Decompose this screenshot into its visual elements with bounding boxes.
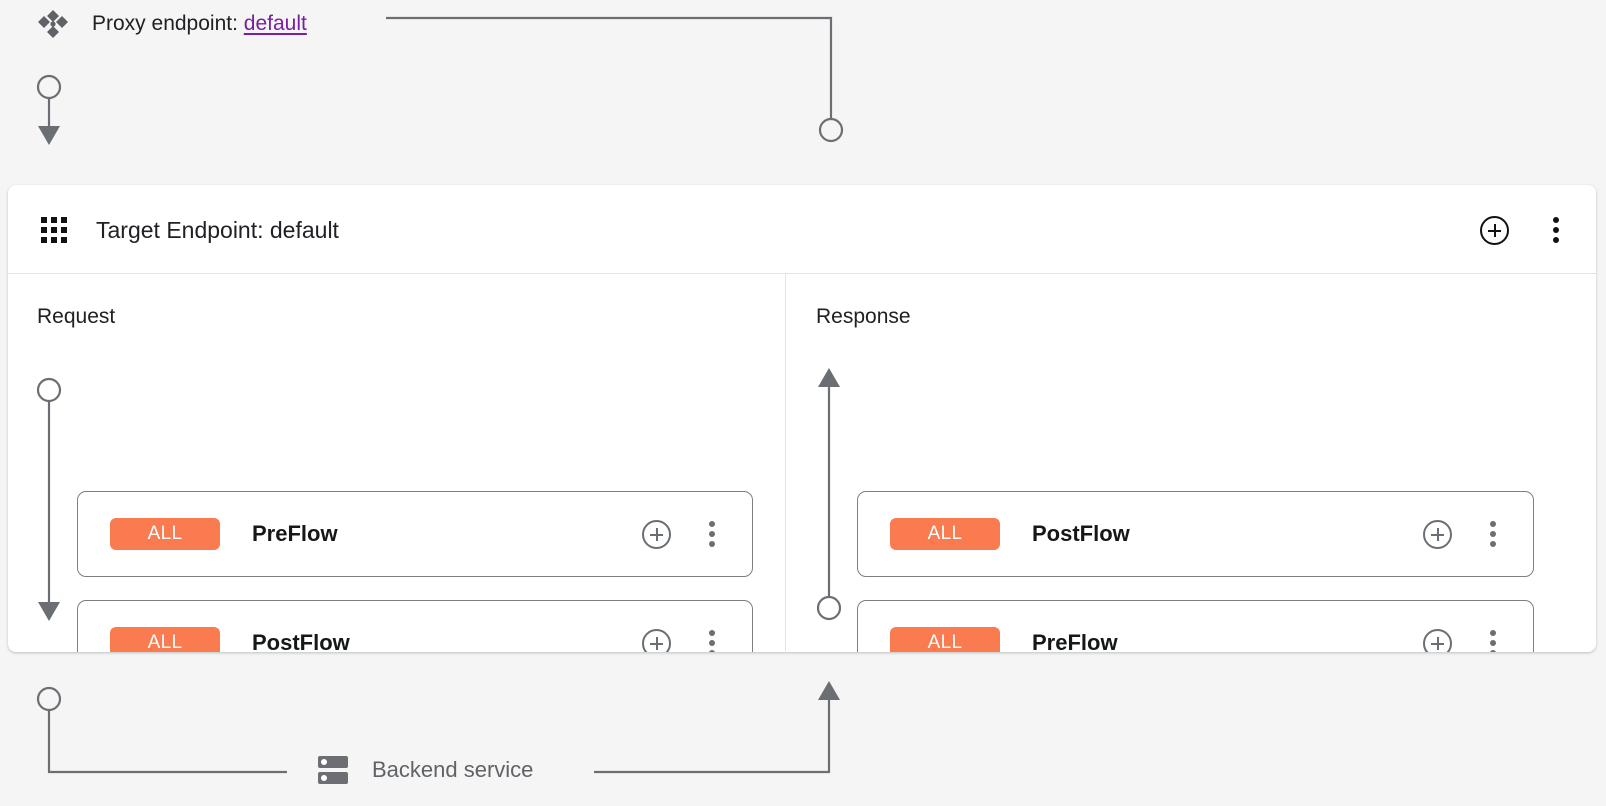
flow-card-response-preflow[interactable]: ALL PreFlow — [857, 600, 1534, 652]
kebab-menu-icon — [709, 630, 716, 652]
add-step-button[interactable] — [638, 625, 674, 652]
card-actions — [638, 625, 730, 652]
target-endpoint-header: Target Endpoint: default — [8, 185, 1596, 274]
kebab-menu-icon — [1490, 630, 1497, 652]
request-column: Request ALL PreFlow — [8, 274, 785, 652]
plus-circle-icon — [641, 519, 671, 549]
proxy-endpoint-row: Proxy endpoint: default — [0, 0, 1606, 48]
page-title: Target Endpoint: default — [96, 217, 339, 243]
plus-circle-icon — [1479, 215, 1509, 245]
card-more-options-button[interactable] — [694, 516, 730, 552]
kebab-menu-icon — [1553, 217, 1560, 243]
plus-circle-icon — [1422, 628, 1452, 652]
card-actions — [1419, 516, 1511, 552]
column-divider — [785, 274, 786, 651]
add-step-button[interactable] — [638, 516, 674, 552]
plus-circle-icon — [641, 628, 671, 652]
card-more-options-button[interactable] — [694, 625, 730, 652]
proxy-endpoint-link[interactable]: default — [243, 12, 307, 35]
status-badge: ALL — [110, 518, 220, 550]
status-badge: ALL — [110, 627, 220, 652]
flow-card-request-preflow[interactable]: ALL PreFlow — [77, 491, 753, 577]
connector-node-proxy-request-start — [36, 74, 62, 100]
server-rack-icon — [318, 755, 348, 785]
card-more-options-button[interactable] — [1475, 516, 1511, 552]
proxy-endpoint-label: Proxy endpoint: default — [92, 8, 307, 40]
kebab-menu-icon — [1490, 521, 1497, 547]
arrowhead-down-proxy — [38, 126, 60, 145]
kebab-menu-icon — [709, 521, 716, 547]
response-column-title: Response — [816, 305, 911, 328]
connector-node-proxy-response-end — [818, 117, 844, 143]
add-step-button[interactable] — [1419, 516, 1455, 552]
backend-service-row: Backend service — [318, 750, 533, 790]
card-actions — [638, 516, 730, 552]
target-endpoint-panel: Target Endpoint: default Request ALL — [8, 185, 1596, 652]
request-column-title: Request — [37, 305, 116, 328]
header-actions — [1476, 212, 1574, 248]
connector-node-target-request-out — [36, 686, 62, 712]
grid-dots-icon — [41, 217, 67, 243]
flow-card-label: PostFlow — [252, 630, 350, 652]
arrowhead-up-backend — [818, 681, 840, 700]
flow-card-label: PreFlow — [252, 521, 338, 546]
status-badge: ALL — [890, 518, 1000, 550]
status-badge: ALL — [890, 627, 1000, 652]
target-endpoint-body: Request ALL PreFlow — [8, 274, 1596, 652]
flow-card-request-postflow[interactable]: ALL PostFlow — [77, 600, 753, 652]
add-step-button[interactable] — [1419, 625, 1455, 652]
proxy-endpoint-label-text: Proxy endpoint: — [92, 12, 238, 35]
flow-card-response-postflow[interactable]: ALL PostFlow — [857, 491, 1534, 577]
more-options-button[interactable] — [1538, 212, 1574, 248]
response-column: Response ALL PostFlow — [786, 274, 1596, 652]
flow-card-label: PreFlow — [1032, 630, 1118, 652]
card-more-options-button[interactable] — [1475, 625, 1511, 652]
flow-card-label: PostFlow — [1032, 521, 1130, 546]
add-policy-button[interactable] — [1476, 212, 1512, 248]
backend-service-label: Backend service — [372, 757, 534, 782]
card-actions — [1419, 625, 1511, 652]
diamond-cluster-icon — [36, 8, 70, 40]
plus-circle-icon — [1422, 519, 1452, 549]
